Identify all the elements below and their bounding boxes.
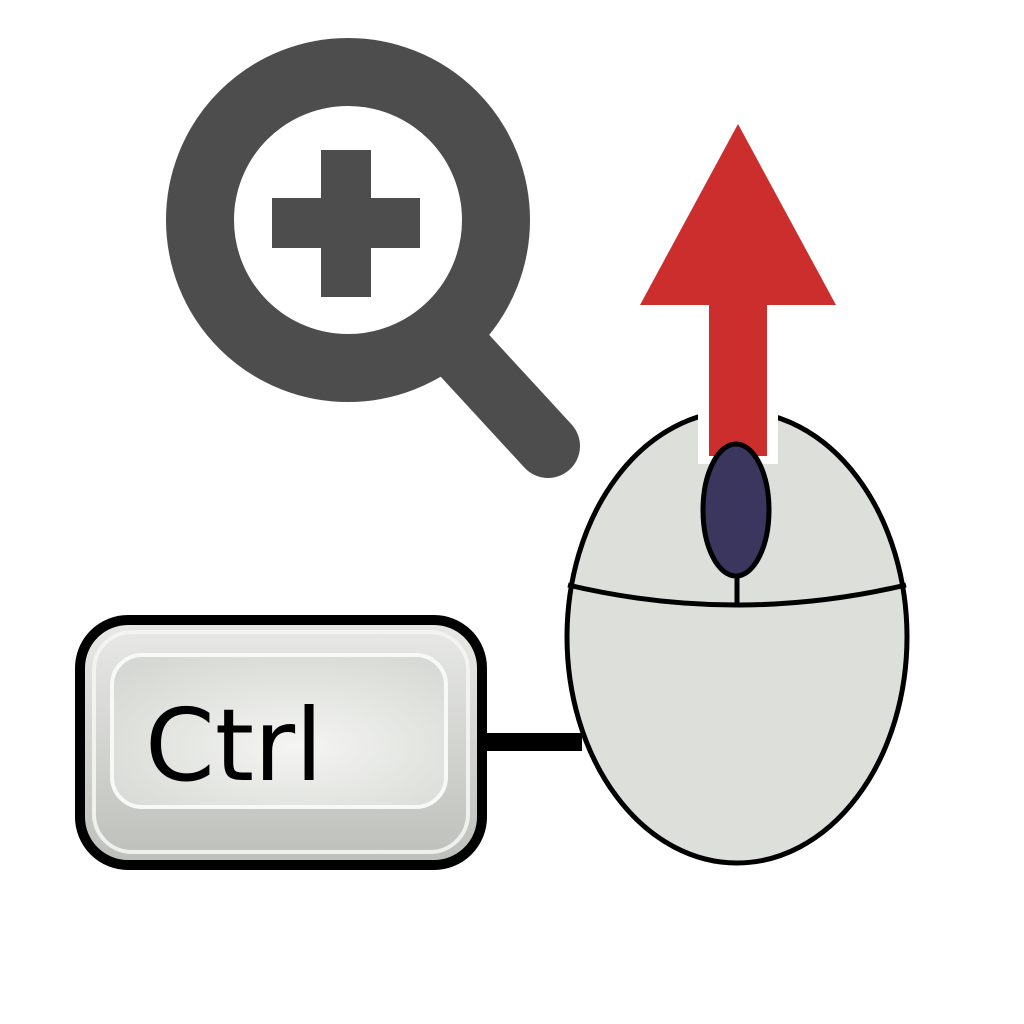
plus-horizontal-bar — [272, 198, 420, 248]
key-inner-bevel — [92, 630, 470, 854]
key-face — [110, 653, 448, 809]
zoom-in-icon — [166, 38, 580, 478]
magnifier-handle — [423, 313, 580, 478]
key-label: Ctrl — [145, 687, 323, 804]
keyboard-key-icon: Ctrl — [75, 615, 487, 870]
arrow-up-icon — [640, 124, 836, 464]
scroll-wheel — [700, 441, 772, 579]
arrow-shape — [640, 124, 836, 456]
